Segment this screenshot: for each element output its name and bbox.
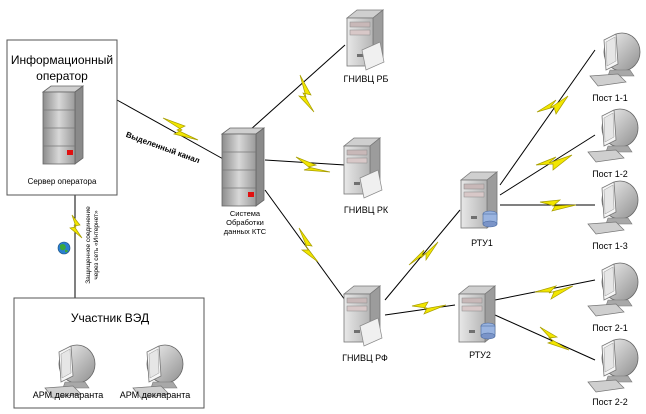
central-label-line1: Система xyxy=(230,209,261,218)
secure-connection-label-line1: Защищенное соединение xyxy=(85,206,92,284)
post-2-1-monitor-icon xyxy=(587,262,639,317)
post-2-1-label: Пост 2-1 xyxy=(592,323,628,333)
post-1-1-label: Пост 1-1 xyxy=(592,93,628,103)
post-2-2-label: Пост 2-2 xyxy=(592,397,628,407)
post-1-2-monitor-icon xyxy=(587,108,639,163)
dedicated-channel-label: Выделенный канал xyxy=(125,130,201,165)
link-bolts xyxy=(69,74,577,351)
gnivc-rb-label: ГНИВЦ РБ xyxy=(344,74,389,84)
operator-server-label: Сервер оператора xyxy=(28,177,97,186)
rtu2-server-icon xyxy=(458,285,496,343)
rtu2-label: РТУ2 xyxy=(469,350,491,360)
central-label-line2: Обработки xyxy=(226,218,264,227)
gnivc-rf-label: ГНИВЦ РФ xyxy=(342,353,388,363)
info-operator-title-line1: Информационный xyxy=(11,53,113,67)
info-operator-title-line2: оператор xyxy=(36,69,88,83)
rtu1-server-icon xyxy=(460,171,498,229)
post-1-3-label: Пост 1-3 xyxy=(592,241,628,251)
post-1-2-label: Пост 1-2 xyxy=(592,169,628,179)
post-1-3-monitor-icon xyxy=(587,180,639,235)
globe-icon xyxy=(57,241,71,255)
connection-lines xyxy=(74,44,596,361)
secure-connection-label-line2: через сеть «Интернет» xyxy=(93,210,100,280)
central-server-icon xyxy=(220,127,266,207)
post-2-2-monitor-icon xyxy=(587,338,639,393)
arm1-label: АРМ декларанта xyxy=(33,390,103,400)
gnivc-rk-label: ГНИВЦ РК xyxy=(344,205,389,215)
operator-server-icon xyxy=(41,85,85,165)
post-1-1-monitor-icon xyxy=(589,32,641,87)
arm2-label: АРМ декларанта xyxy=(120,390,190,400)
central-label-line3: данных КТС xyxy=(224,227,267,236)
rtu1-label: РТУ1 xyxy=(471,238,493,248)
ved-participant-title: Участник ВЭД xyxy=(71,311,149,325)
